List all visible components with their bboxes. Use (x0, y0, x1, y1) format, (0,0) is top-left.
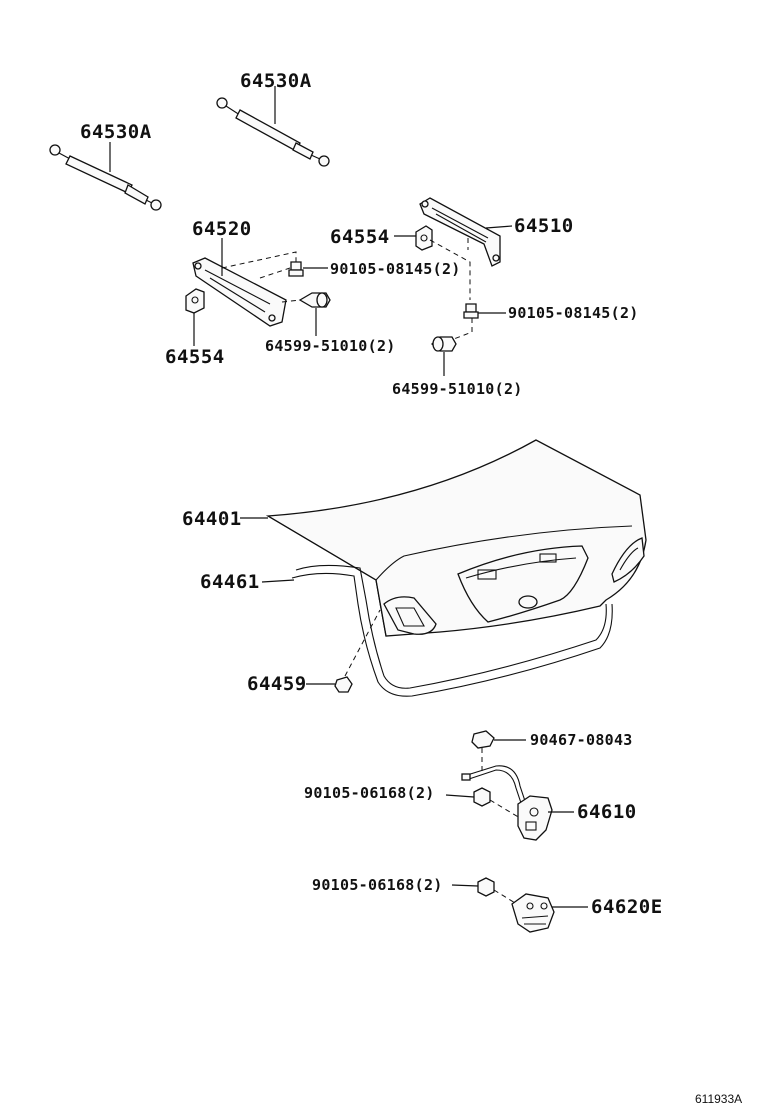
callout-strut-lower: 64530A (80, 121, 152, 143)
lock-assembly (517, 795, 553, 841)
alignment-lines-left (221, 251, 301, 303)
luggage-lid (265, 439, 647, 637)
bushing-left (298, 292, 331, 308)
leader-lock-bolt (445, 794, 475, 798)
callout-striker: 64620E (591, 896, 663, 918)
leader-weatherstrip (261, 579, 295, 583)
lock-bolt (473, 787, 491, 807)
cushion (334, 676, 353, 693)
callout-bolt-right: 90105-08145(2) (508, 304, 639, 322)
callout-stopper-left-bottom: 64554 (165, 346, 225, 368)
callout-bushing-left: 64599-51010(2) (265, 337, 396, 355)
gas-strut-upper (216, 97, 330, 167)
bushing-right (431, 336, 457, 352)
bolt-right-hinge (463, 303, 479, 319)
alignment-lines-right (429, 238, 473, 343)
callout-hinge-left: 64520 (192, 218, 252, 240)
callout-lock-bolt: 90105-06168(2) (304, 784, 435, 802)
callout-bushing-right: 64599-51010(2) (392, 380, 523, 398)
callout-stopper-left-top: 64554 (330, 226, 390, 248)
striker (511, 893, 555, 933)
gas-strut-lower (49, 144, 162, 211)
leader-hinge-right (485, 225, 513, 229)
callout-lock-screw: 90467-08043 (530, 731, 633, 749)
lock-screw (471, 730, 495, 749)
lock-cable (461, 765, 527, 807)
leader-striker-bolt (451, 884, 479, 887)
callout-cushion: 64459 (247, 673, 307, 695)
alignment-lock-bolt (489, 799, 521, 819)
weatherstrip (291, 564, 613, 697)
alignment-cushion (344, 609, 381, 677)
callout-weatherstrip: 64461 (200, 571, 260, 593)
hinge-left (192, 257, 287, 327)
callout-hinge-right: 64510 (514, 215, 574, 237)
stopper-right (415, 225, 433, 251)
figure-reference: 611933A (695, 1092, 742, 1106)
bolt-left-hinge (288, 261, 304, 277)
callout-lid: 64401 (182, 508, 242, 530)
hinge-right (419, 197, 501, 267)
callout-strut-upper: 64530A (240, 70, 312, 92)
striker-bolt (477, 877, 495, 897)
callout-bolt-left: 90105-08145(2) (330, 260, 461, 278)
callout-lock-assy: 64610 (577, 801, 637, 823)
callout-striker-bolt: 90105-06168(2) (312, 876, 443, 894)
stopper-left (185, 288, 205, 314)
